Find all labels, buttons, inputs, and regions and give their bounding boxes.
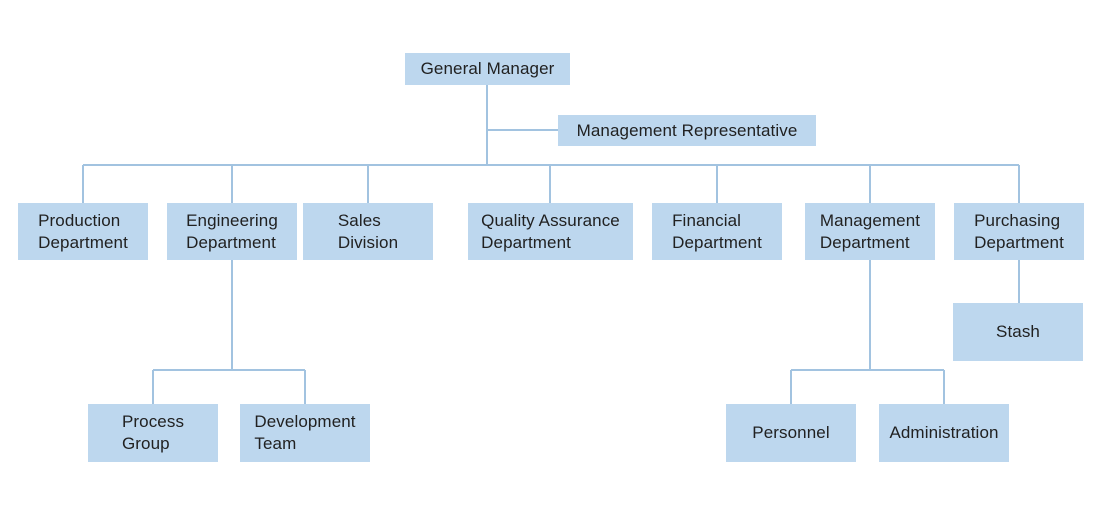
connector-line	[869, 165, 871, 203]
connector-line	[82, 165, 84, 203]
connector-line	[486, 85, 488, 165]
org-node-label: Financial Department	[672, 210, 762, 252]
org-node-personnel: Personnel	[726, 404, 856, 462]
org-node-label: Personnel	[752, 423, 830, 443]
org-node-sales-division: Sales Division	[303, 203, 433, 260]
org-node-management-department: Management Department	[805, 203, 935, 260]
org-node-label: Management Representative	[576, 120, 798, 140]
org-node-management-representative: Management Representative	[558, 115, 816, 146]
connector-line	[1018, 260, 1020, 303]
connector-line	[83, 164, 1019, 166]
org-node-label: Purchasing Department	[974, 210, 1064, 252]
org-node-label: Production Department	[38, 210, 128, 252]
org-node-development-team: Development Team	[240, 404, 370, 462]
org-node-label: Development Team	[254, 412, 356, 453]
org-node-engineering-department: Engineering Department	[167, 203, 297, 260]
connector-line	[716, 165, 718, 203]
org-node-label: Quality Assurance Department	[481, 210, 620, 252]
org-node-label: Management Department	[819, 210, 921, 252]
connector-line	[152, 370, 154, 404]
connector-line	[231, 260, 233, 370]
org-node-financial-department: Financial Department	[652, 203, 782, 260]
connector-line	[153, 369, 305, 371]
connector-line	[304, 370, 306, 404]
connector-line	[367, 165, 369, 203]
connector-line	[791, 369, 944, 371]
org-node-quality-assurance-department: Quality Assurance Department	[468, 203, 633, 260]
org-node-label: Process Group	[121, 412, 185, 453]
org-node-purchasing-department: Purchasing Department	[954, 203, 1084, 260]
org-node-label: Engineering Department	[186, 210, 278, 252]
org-node-label: Administration	[889, 423, 999, 443]
org-node-label: Stash	[996, 322, 1040, 342]
connector-line	[1018, 165, 1020, 203]
org-node-label: General Manager	[420, 59, 555, 79]
org-node-process-group: Process Group	[88, 404, 218, 462]
connector-line	[869, 260, 871, 370]
connector-line	[943, 370, 945, 404]
connector-line	[790, 370, 792, 404]
connector-line	[487, 129, 558, 131]
org-node-production-department: Production Department	[18, 203, 148, 260]
org-node-general-manager: General Manager	[405, 53, 570, 85]
org-node-stash: Stash	[953, 303, 1083, 361]
org-node-label: Sales Division	[337, 210, 399, 252]
org-node-administration: Administration	[879, 404, 1009, 462]
connector-line	[549, 165, 551, 203]
connector-line	[231, 165, 233, 203]
